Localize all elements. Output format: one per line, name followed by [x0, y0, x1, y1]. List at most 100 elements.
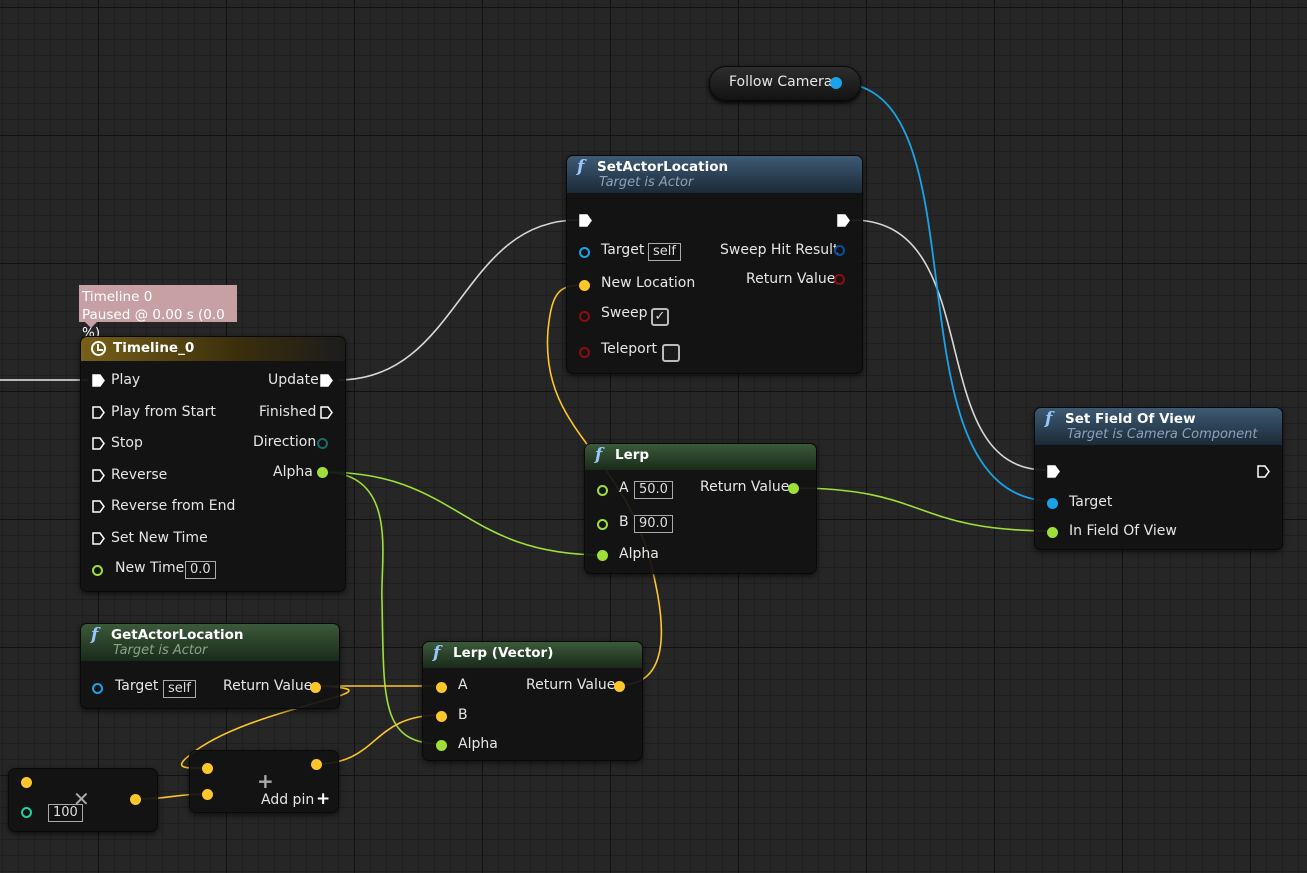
update-exec-pin[interactable] [320, 374, 333, 387]
lerp-vector-a-pin[interactable] [436, 682, 447, 693]
return-value-pin[interactable] [834, 274, 845, 285]
lerp-vector-return-label: Return Value [526, 677, 616, 693]
lerp-return-pin[interactable] [788, 483, 799, 494]
target-label: Target [601, 242, 645, 258]
multiply-input-a-pin[interactable] [21, 777, 32, 788]
lerp-vector-alpha-pin[interactable] [436, 740, 447, 751]
set-actor-location-header[interactable]: f SetActorLocation Target is Actor [567, 156, 862, 193]
lerp-vector-header[interactable]: f Lerp (Vector) [423, 642, 642, 668]
new-time-pin[interactable] [92, 565, 103, 576]
teleport-checkbox[interactable] [662, 344, 680, 362]
clock-hand-icon [97, 344, 103, 351]
lerp-b-input[interactable]: 90.0 [634, 515, 673, 533]
direction-label: Direction [253, 434, 317, 450]
alpha-label: Alpha [273, 464, 313, 480]
play-label: Play [111, 372, 141, 388]
add-node[interactable]: + Add pin + [189, 750, 339, 813]
wire-lerp-to-fov [792, 487, 1054, 532]
lerp-b-pin[interactable] [597, 519, 608, 530]
set-field-of-view-header[interactable]: f Set Field Of View Target is Camera Com… [1035, 408, 1282, 445]
set-actor-location-title: SetActorLocation [597, 159, 729, 175]
lerp-node[interactable]: f Lerp A 50.0 B 90.0 Alpha Return Value [584, 443, 817, 574]
set-fov-exec-out-pin[interactable] [1257, 465, 1270, 478]
get-actor-location-target-value[interactable]: self [163, 680, 196, 698]
play-from-start-label: Play from Start [111, 404, 216, 420]
lerp-alpha-pin[interactable] [597, 550, 608, 561]
set-field-of-view-node[interactable]: f Set Field Of View Target is Camera Com… [1034, 407, 1283, 550]
get-actor-location-target-label: Target [115, 678, 159, 694]
set-new-time-exec-pin[interactable] [92, 532, 105, 545]
alpha-output-pin[interactable] [317, 467, 328, 478]
new-time-label: New Time [115, 560, 185, 576]
sweep-hit-result-label: Sweep Hit Result [720, 242, 839, 258]
multiply-value-input[interactable]: 100 [48, 804, 83, 822]
lerp-return-label: Return Value [700, 479, 790, 495]
follow-camera-variable-node[interactable]: Follow Camera [709, 66, 861, 101]
teleport-pin[interactable] [579, 347, 590, 358]
set-actor-location-exec-in-pin[interactable] [579, 214, 592, 227]
multiply-output-pin[interactable] [130, 794, 141, 805]
follow-camera-output-pin[interactable] [830, 77, 842, 89]
add-pin-plus-icon[interactable]: + [316, 789, 331, 809]
function-icon: f [433, 643, 441, 663]
direction-pin[interactable] [317, 438, 328, 449]
wire-alpha-to-lerp [322, 471, 604, 556]
add-pin-label[interactable]: Add pin [261, 792, 315, 808]
multiply-input-b-pin[interactable] [21, 807, 32, 818]
function-icon: f [577, 157, 585, 177]
set-actor-location-exec-out-pin[interactable] [837, 214, 850, 227]
get-actor-location-target-pin[interactable] [92, 683, 103, 694]
add-input-b-pin[interactable] [202, 789, 213, 800]
wire-follow-camera-target [837, 82, 1054, 502]
in-field-of-view-pin[interactable] [1047, 527, 1058, 538]
new-location-label: New Location [601, 275, 696, 291]
new-location-pin[interactable] [579, 280, 590, 291]
lerp-vector-node[interactable]: f Lerp (Vector) A B Alpha Return Value [422, 641, 643, 761]
set-fov-target-pin[interactable] [1047, 498, 1058, 509]
get-actor-location-subtitle: Target is Actor [113, 643, 208, 658]
lerp-title: Lerp [615, 447, 650, 463]
return-value-label: Return Value [746, 271, 836, 287]
multiply-icon: ✕ [73, 787, 90, 811]
function-icon: f [1045, 409, 1053, 429]
add-input-a-pin[interactable] [202, 763, 213, 774]
lerp-a-input[interactable]: 50.0 [634, 481, 673, 499]
play-from-start-exec-pin[interactable] [92, 406, 105, 419]
target-self-value[interactable]: self [648, 243, 681, 261]
stop-label: Stop [111, 435, 143, 451]
get-actor-location-node[interactable]: f GetActorLocation Target is Actor Targe… [80, 623, 340, 709]
timeline-node[interactable]: Timeline_0 Play Play from Start Stop Rev… [80, 336, 346, 592]
new-time-input[interactable]: 0.0 [185, 561, 216, 579]
set-fov-target-label: Target [1069, 494, 1113, 510]
set-actor-location-subtitle: Target is Actor [599, 175, 694, 190]
lerp-vector-b-label: B [458, 707, 468, 723]
timeline-header[interactable]: Timeline_0 [81, 337, 345, 361]
stop-exec-pin[interactable] [92, 437, 105, 450]
lerp-header[interactable]: f Lerp [585, 444, 816, 470]
lerp-a-label: A [619, 480, 629, 496]
lerp-vector-b-pin[interactable] [436, 711, 447, 722]
lerp-a-pin[interactable] [597, 485, 608, 496]
get-actor-location-header[interactable]: f GetActorLocation Target is Actor [81, 624, 339, 661]
reverse-label: Reverse [111, 467, 168, 483]
play-exec-pin[interactable] [92, 374, 105, 387]
sweep-pin[interactable] [579, 311, 590, 322]
reverse-exec-pin[interactable] [92, 469, 105, 482]
set-fov-exec-in-pin[interactable] [1047, 465, 1060, 478]
add-output-pin[interactable] [311, 759, 322, 770]
sweep-checkbox[interactable]: ✓ [651, 308, 669, 326]
reverse-from-end-exec-pin[interactable] [92, 500, 105, 513]
reverse-from-end-label: Reverse from End [111, 498, 236, 514]
sweep-hit-result-pin[interactable] [834, 245, 845, 256]
lerp-vector-return-pin[interactable] [614, 681, 625, 692]
multiply-node[interactable]: 100 ✕ [8, 768, 158, 832]
lerp-alpha-label: Alpha [619, 546, 659, 562]
target-pin[interactable] [579, 247, 590, 258]
set-new-time-label: Set New Time [111, 530, 208, 546]
update-label: Update [268, 372, 319, 388]
set-actor-location-node[interactable]: f SetActorLocation Target is Actor Targe… [566, 155, 863, 374]
get-actor-location-return-pin[interactable] [310, 682, 321, 693]
in-field-of-view-label: In Field Of View [1069, 523, 1177, 539]
finished-exec-pin[interactable] [320, 406, 333, 419]
